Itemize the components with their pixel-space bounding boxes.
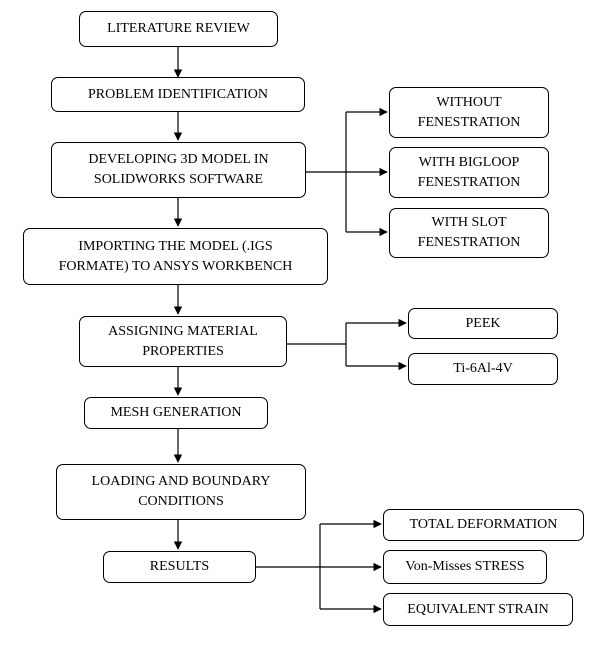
step-label: ASSIGNING MATERIAL PROPERTIES <box>108 323 258 359</box>
step-label: PROBLEM IDENTIFICATION <box>87 86 269 102</box>
output-von-misses-stress: Von-Misses STRESS <box>383 550 547 584</box>
variant-without-fenestration: WITHOUT FENESTRATION <box>389 87 549 138</box>
material-label: PEEK <box>465 315 501 331</box>
material-peek: PEEK <box>408 308 558 339</box>
step-mesh-generation: MESH GENERATION <box>84 397 268 429</box>
step-problem-identification: PROBLEM IDENTIFICATION <box>51 77 305 112</box>
step-importing-model: IMPORTING THE MODEL (.IGS FORMATE) TO AN… <box>23 228 328 285</box>
step-label: RESULTS <box>149 559 210 574</box>
step-loading-boundary: LOADING AND BOUNDARY CONDITIONS <box>56 464 306 520</box>
output-label: TOTAL DEFORMATION <box>409 517 558 532</box>
step-label: LITERATURE REVIEW <box>107 21 250 36</box>
variant-label: WITHOUT FENESTRATION <box>417 94 521 130</box>
variant-with-slot-fenestration: WITH SLOT FENESTRATION <box>389 208 549 258</box>
step-label: MESH GENERATION <box>110 405 242 420</box>
step-literature-review: LITERATURE REVIEW <box>79 11 278 47</box>
output-equivalent-strain: EQUIVALENT STRAIN <box>383 593 573 626</box>
step-label: IMPORTING THE MODEL (.IGS FORMATE) TO AN… <box>58 238 293 274</box>
material-label: Ti-6Al-4V <box>453 361 513 376</box>
output-label: EQUIVALENT STRAIN <box>407 601 549 617</box>
step-label: DEVELOPING 3D MODEL IN SOLIDWORKS SOFTWA… <box>88 152 269 187</box>
variant-with-bigloop-fenestration: WITH BIGLOOP FENESTRATION <box>389 147 549 198</box>
step-results: RESULTS <box>103 551 256 583</box>
material-ti6al4v: Ti-6Al-4V <box>408 353 558 385</box>
variant-label: WITH BIGLOOP FENESTRATION <box>417 154 521 190</box>
variant-label: WITH SLOT FENESTRATION <box>417 215 521 250</box>
step-assigning-material: ASSIGNING MATERIAL PROPERTIES <box>79 316 287 367</box>
output-total-deformation: TOTAL DEFORMATION <box>383 509 584 541</box>
output-label: Von-Misses STRESS <box>405 559 525 574</box>
step-label: LOADING AND BOUNDARY CONDITIONS <box>91 474 271 509</box>
step-developing-3d-model: DEVELOPING 3D MODEL IN SOLIDWORKS SOFTWA… <box>51 142 306 198</box>
